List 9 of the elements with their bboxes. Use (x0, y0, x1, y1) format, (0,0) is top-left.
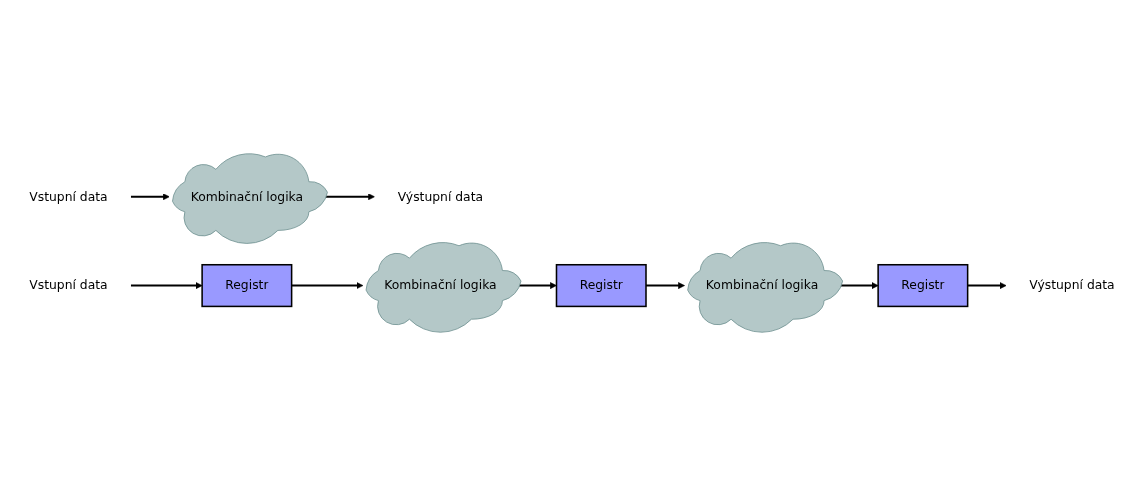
node-text: Vstupní data (29, 277, 108, 293)
node-text: Vstupní data (29, 189, 108, 204)
node-text: Výstupní data (397, 189, 484, 204)
arrow (129, 193, 170, 201)
node-box: Registr (555, 264, 647, 308)
node-text: Výstupní data (1029, 277, 1115, 293)
arrow (129, 282, 203, 289)
node-box: Registr (201, 264, 293, 308)
node-box: Registr (877, 264, 969, 308)
